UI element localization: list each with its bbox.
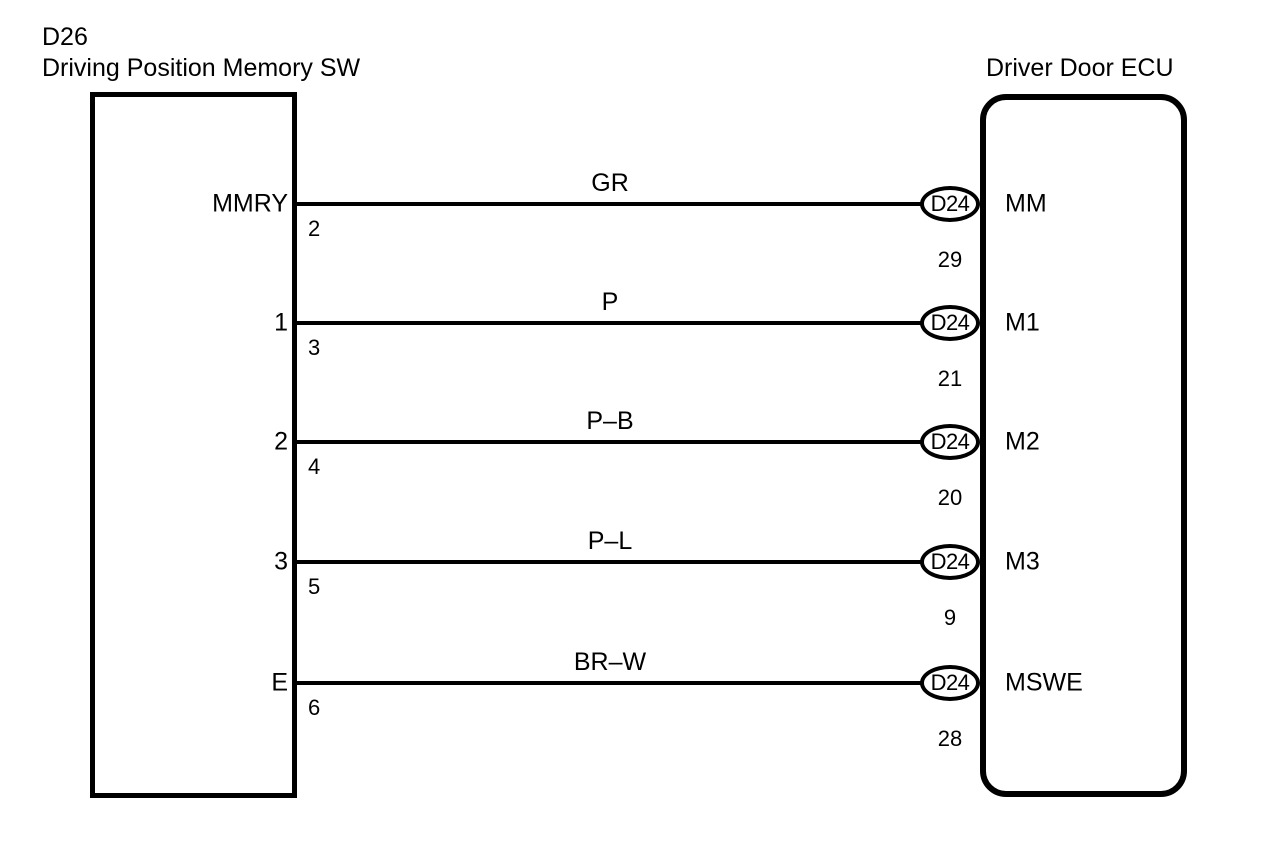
connector-code: D24 bbox=[930, 670, 970, 695]
wire-line bbox=[294, 440, 930, 444]
connector-code: D24 bbox=[930, 549, 970, 574]
left-terminal-label: 2 bbox=[274, 427, 288, 456]
left-terminal-label: E bbox=[271, 668, 288, 697]
left-pin-number: 6 bbox=[308, 695, 321, 720]
wire-line bbox=[294, 681, 930, 685]
left-pin-number: 5 bbox=[308, 574, 321, 599]
right-ecu-box bbox=[980, 94, 1187, 797]
wire-color-code: P bbox=[601, 288, 619, 316]
connector-code: D24 bbox=[930, 310, 970, 335]
connector-oval: D24 bbox=[920, 424, 980, 460]
connector-oval: D24 bbox=[920, 186, 980, 222]
right-unit-name: Driver Door ECU bbox=[986, 54, 1174, 82]
left-connector-name: Driving Position Memory SW bbox=[42, 54, 361, 82]
wire-line bbox=[294, 321, 930, 325]
right-terminal-label: MSWE bbox=[1005, 668, 1083, 697]
left-terminal-label: MMRY bbox=[212, 189, 288, 218]
left-connector-code: D26 bbox=[42, 23, 88, 51]
wire-color-code: BR–W bbox=[573, 648, 647, 676]
connector-code: D24 bbox=[930, 191, 970, 216]
wire-line bbox=[294, 202, 930, 206]
connector-oval: D24 bbox=[920, 665, 980, 701]
wire-color-code: P–L bbox=[587, 527, 633, 555]
right-pin-number: 20 bbox=[937, 485, 963, 510]
right-pin-number: 21 bbox=[937, 366, 963, 391]
left-switch-box bbox=[90, 92, 297, 798]
wire-color-code: P–B bbox=[586, 407, 634, 435]
wire-color-code: GR bbox=[591, 169, 629, 197]
right-terminal-label: M2 bbox=[1005, 427, 1040, 456]
left-terminal-label: 1 bbox=[274, 308, 288, 337]
connector-oval: D24 bbox=[920, 305, 980, 341]
right-terminal-label: M3 bbox=[1005, 547, 1040, 576]
connector-oval: D24 bbox=[920, 544, 980, 580]
wire-line bbox=[294, 560, 930, 564]
right-terminal-label: M1 bbox=[1005, 308, 1040, 337]
right-pin-number: 28 bbox=[937, 726, 963, 751]
left-pin-number: 2 bbox=[308, 216, 321, 241]
right-terminal-label: MM bbox=[1005, 189, 1047, 218]
left-terminal-label: 3 bbox=[274, 547, 288, 576]
right-pin-number: 9 bbox=[943, 605, 957, 630]
right-pin-number: 29 bbox=[937, 247, 963, 272]
connector-code: D24 bbox=[930, 429, 970, 454]
left-pin-number: 4 bbox=[308, 454, 321, 479]
left-pin-number: 3 bbox=[308, 335, 321, 360]
